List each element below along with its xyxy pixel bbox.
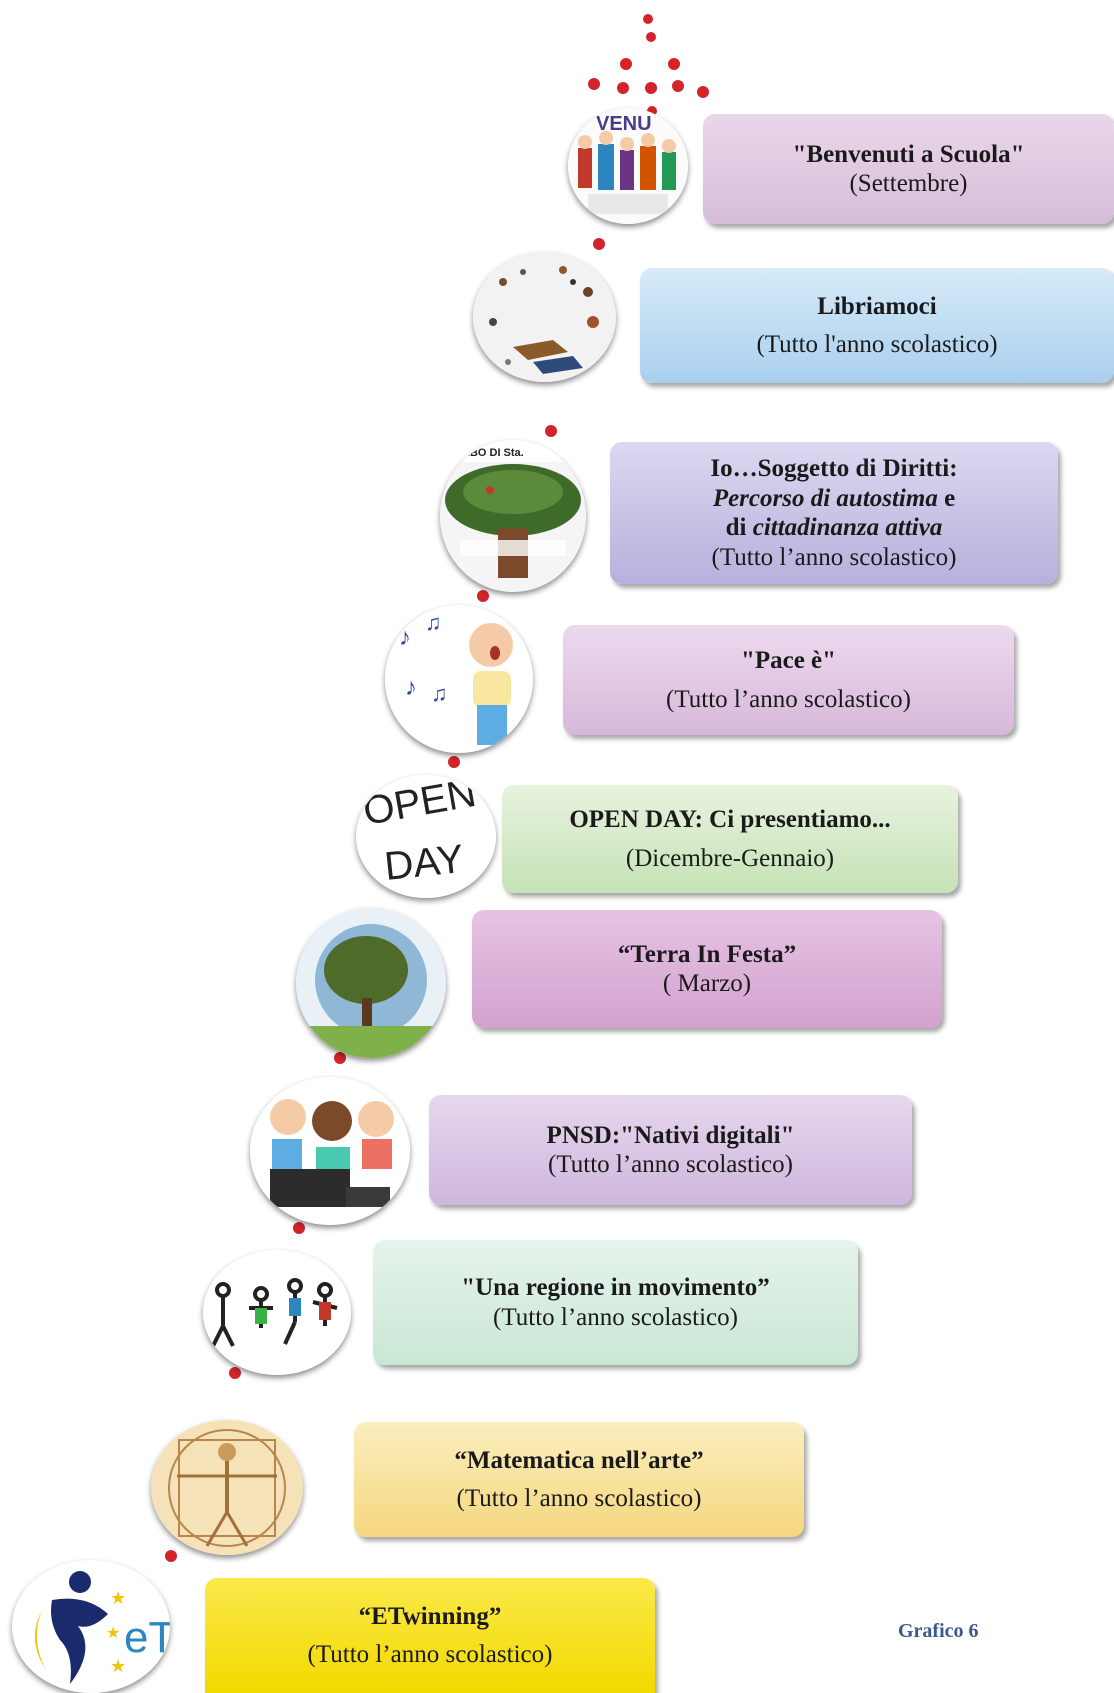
open-day-badge: OPEN DAY (356, 775, 496, 898)
svg-text:♫: ♫ (431, 681, 448, 706)
step-line2: Percorso di autostima e (713, 484, 955, 514)
trail-dot (646, 32, 656, 42)
open-day-text-2: DAY (382, 837, 465, 889)
trail-dot (697, 86, 709, 98)
step-libriamoci-card: Libriamoci (Tutto l'anno scolastico) (640, 268, 1114, 383)
step-subtitle: ( Marzo) (662, 970, 752, 997)
trail-dot (165, 1550, 177, 1562)
trail-dot (448, 756, 460, 768)
singing-child-icon: ♪ ♫ ♪ ♫ (385, 605, 533, 753)
trail-dot (593, 238, 605, 250)
books-icon (473, 252, 616, 382)
step-subtitle: (Tutto l’anno scolastico) (666, 686, 911, 713)
svg-text:★: ★ (106, 1625, 120, 1642)
step-terra-card: “Terra In Festa” ( Marzo) (472, 910, 942, 1028)
dancing-people-icon (203, 1250, 351, 1375)
step-benvenuti-card: "Benvenuti a Scuola" (Settembre) (703, 114, 1114, 224)
terra-badge (296, 908, 446, 1058)
pnsd-badge (250, 1077, 410, 1225)
step-subtitle: (Tutto l'anno scolastico) (756, 330, 998, 358)
step-matematica-card: “Matematica nell’arte” (Tutto l’anno sco… (354, 1422, 804, 1537)
benvenuti-badge: VENU (568, 108, 688, 224)
etwinning-logo-text: eT (124, 1613, 170, 1662)
etwinning-badge: ★ ★ ★ eT (12, 1560, 170, 1693)
step-title: "Una regione in movimento” (461, 1274, 770, 1301)
globe-tree-icon (296, 908, 446, 1058)
svg-text:ABO DI Sta.: ABO DI Sta. (462, 447, 524, 459)
trail-dot (229, 1367, 241, 1379)
trail-dot (668, 58, 680, 70)
tree-icon: ABO DI Sta. (440, 440, 586, 592)
trail-dot (477, 590, 489, 602)
trail-dot (620, 58, 632, 70)
step-title: “Terra In Festa” (617, 940, 797, 968)
step-pace-card: "Pace è" (Tutto l’anno scolastico) (563, 625, 1014, 735)
step-subtitle: (Tutto l’anno scolastico) (307, 1640, 553, 1668)
step-line3-pre: di (725, 514, 753, 541)
step-title: OPEN DAY: Ci presentiamo... (569, 805, 891, 833)
diritti-badge: ABO DI Sta. (440, 440, 586, 592)
step-title: "Benvenuti a Scuola" (792, 140, 1025, 168)
step-pnsd-card: PNSD:"Nativi digitali" (Tutto l’anno sco… (429, 1095, 912, 1205)
step-line3: di cittadinanza attiva (726, 513, 943, 543)
trail-dot (545, 425, 557, 437)
trail-dot (647, 106, 657, 116)
step-title: "Pace è" (740, 646, 837, 674)
trail-dot (645, 82, 657, 94)
step-etwinning-card: “ETwinning” (Tutto l’anno scolastico) (205, 1578, 655, 1693)
step-subtitle: (Settembre) (849, 170, 968, 197)
step-movimento-card: "Una regione in movimento” (Tutto l’anno… (373, 1240, 858, 1365)
step-diritti-card: Io…Soggetto di Diritti: Percorso di auto… (610, 442, 1058, 584)
step-title: Libriamoci (817, 293, 937, 320)
matematica-badge (151, 1420, 303, 1555)
pace-badge: ♪ ♫ ♪ ♫ (385, 605, 533, 753)
step-open-day-card: OPEN DAY: Ci presentiamo... (Dicembre-Ge… (502, 785, 958, 893)
step-subtitle: (Tutto l’anno scolastico) (548, 1151, 793, 1178)
svg-text:♫: ♫ (425, 610, 442, 635)
trail-dot (617, 82, 629, 94)
etwinning-logo-icon: ★ ★ ★ eT (12, 1560, 170, 1693)
vitruvian-man-icon (151, 1420, 303, 1555)
open-day-icon: OPEN DAY (356, 775, 496, 898)
svg-text:★: ★ (110, 1588, 126, 1608)
step-subtitle: (Tutto l’anno scolastico) (711, 543, 957, 571)
step-title: Io…Soggetto di Diritti: (710, 455, 958, 482)
trail-dot (588, 78, 600, 90)
step-line3-italic: cittadinanza attiva (752, 514, 943, 541)
step-title: “Matematica nell’arte” (454, 1447, 704, 1474)
trail-dot (643, 14, 653, 24)
step-line2-italic: Percorso di autostima (712, 484, 938, 512)
trail-dot (672, 80, 684, 92)
step-subtitle: (Tutto l’anno scolastico) (493, 1303, 738, 1331)
svg-text:★: ★ (110, 1656, 126, 1676)
step-subtitle: (Dicembre-Gennaio) (625, 845, 835, 872)
svg-text:♪: ♪ (399, 625, 411, 651)
figure-caption: Grafico 6 (898, 1620, 979, 1642)
trail-dot (334, 1052, 346, 1064)
children-icon: VENU (568, 108, 688, 224)
step-title: “ETwinning” (358, 1603, 502, 1630)
benvenuti-badge-text: VENU (596, 113, 652, 135)
libriamoci-badge (473, 252, 616, 382)
trail-dot (293, 1222, 305, 1234)
kids-computer-icon (250, 1077, 410, 1225)
movimento-badge (203, 1250, 351, 1375)
step-title: PNSD:"Nativi digitali" (546, 1121, 795, 1149)
step-subtitle: (Tutto l’anno scolastico) (456, 1484, 702, 1512)
step-line2-tail: e (937, 484, 956, 512)
svg-text:♪: ♪ (405, 675, 417, 701)
